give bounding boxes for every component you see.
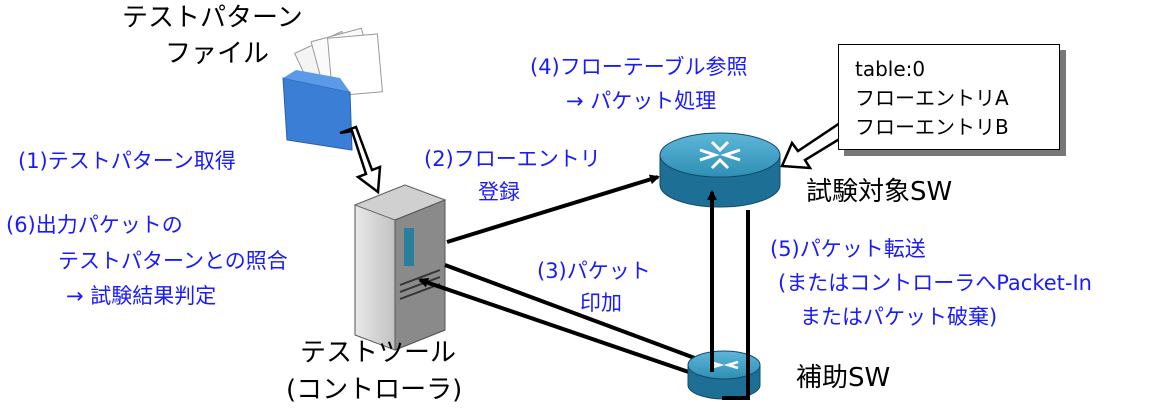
arrow-packet-inject <box>418 277 713 382</box>
file-folder-icon <box>282 27 383 151</box>
test-tool-label-2: (コントローラ) <box>286 375 463 405</box>
flow-table-box: table:0 フローエントリA フローエントリB <box>838 44 1060 150</box>
arrow-table-to-switch <box>780 121 848 170</box>
target-switch-icon <box>659 132 781 208</box>
server-icon <box>353 184 447 351</box>
test-pattern-file-label-1: テストパターン <box>122 3 303 33</box>
arrow-file-to-server <box>339 125 382 195</box>
step2-label-2: 登録 <box>478 180 520 204</box>
step6-label-2: テストパターンとの照合 <box>58 249 288 273</box>
step4-label-2: → パケット処理 <box>566 89 717 113</box>
flow-table-title: table:0 <box>855 57 926 81</box>
step2-label-1: (2)フローエントリ <box>424 147 601 171</box>
test-tool-label-1: テストツール <box>300 338 457 368</box>
step3-label-2: 印加 <box>580 291 622 315</box>
step6-label-1: (6)出力パケットの <box>6 213 183 237</box>
target-switch-label: 試験対象SW <box>806 177 953 207</box>
step4-label-1: (4)フローテーブル参照 <box>530 55 748 79</box>
step3-label-1: (3)パケット <box>537 259 651 283</box>
arrow-flow-entry-register <box>446 174 660 244</box>
step5-label-1: (5)パケット転送 <box>770 237 926 261</box>
step6-label-3: → 試験結果判定 <box>66 284 217 308</box>
step5-label-2: (またはコントローラへPacket-In <box>778 271 1092 295</box>
test-pattern-file-label-2: ファイル <box>165 39 270 69</box>
arrow-target-to-aux <box>722 210 750 400</box>
flow-entry-a: フローエントリA <box>855 86 1009 110</box>
arrow-server-to-aux <box>444 263 701 362</box>
aux-switch-label: 補助SW <box>796 363 891 393</box>
step5-label-3: またはパケット破棄) <box>800 305 998 329</box>
step1-label: (1)テストパターン取得 <box>18 149 236 173</box>
flow-entry-b: フローエントリB <box>855 115 1009 139</box>
